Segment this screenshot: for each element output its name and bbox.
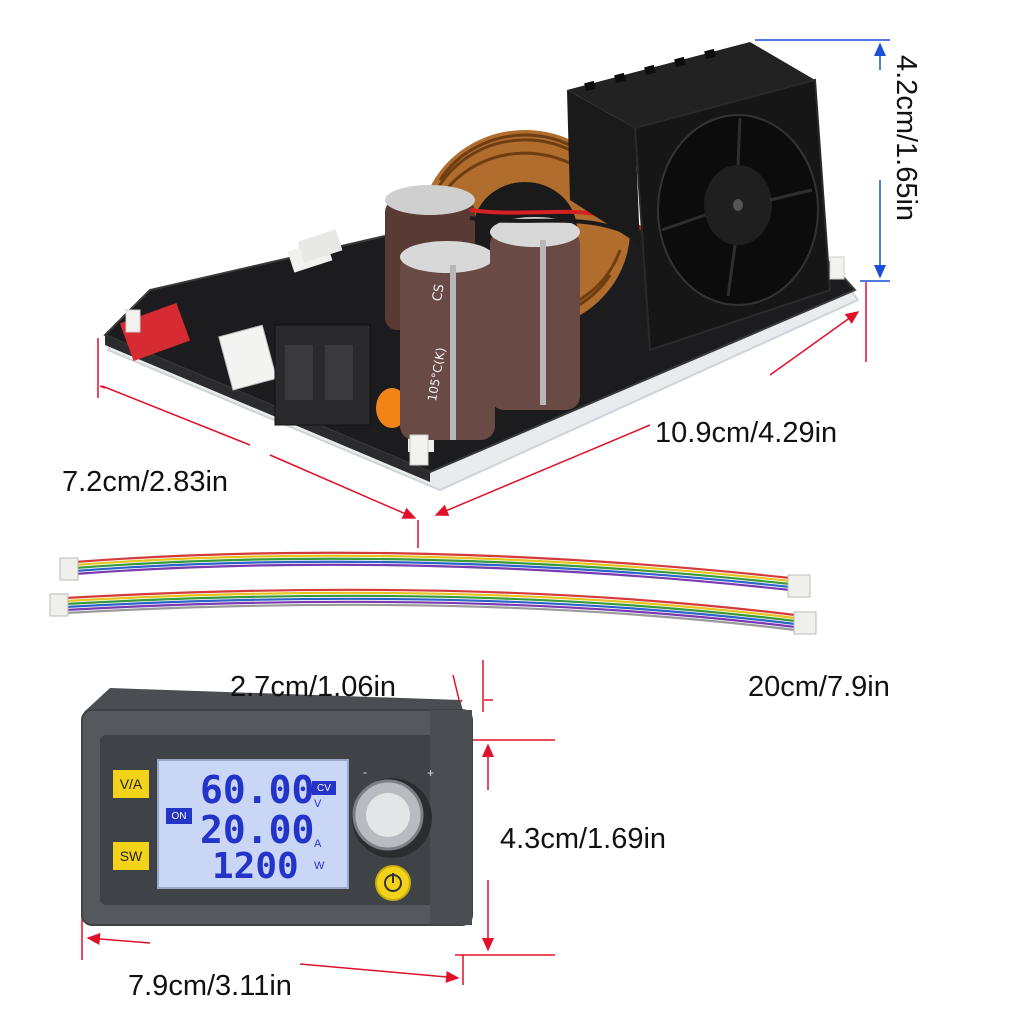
button-va[interactable]: V/A [113,770,149,798]
knob-plus-mark: + [427,766,435,780]
cable-length-label: 20cm/7.9in [748,671,890,703]
button-va-label: V/A [119,776,143,792]
adjust-knob[interactable] [352,778,432,858]
power-icon [385,875,401,891]
lcd-current-readout: 20.00 [200,808,315,852]
knob-minus-mark: - [363,765,367,779]
lcd-voltage-unit: V [314,798,322,810]
lcd-voltage-readout: 60.00 [200,768,315,812]
board-length-label: 10.9cm/4.29in [655,417,838,449]
panel-width-label: 7.9cm/3.11in [128,970,292,1002]
badge-on-label: ON [171,810,187,822]
lcd-power-readout: 1200 [212,846,299,887]
board-width-label: 7.2cm/2.83in [62,466,229,498]
panel-depth-label: 2.7cm/1.06in [230,671,397,703]
lcd-current-unit: A [314,838,322,850]
panel-height-label: 4.3cm/1.69in [500,823,667,855]
badge-cv: CV [312,781,336,795]
button-sw-label: SW [119,848,143,864]
lcd-power-unit: W [314,860,325,872]
badge-on: ON [166,808,192,824]
badge-cv-label: CV [317,782,331,794]
board-height-label: 4.2cm/1.65in [890,55,922,222]
button-sw[interactable]: SW [113,842,149,870]
